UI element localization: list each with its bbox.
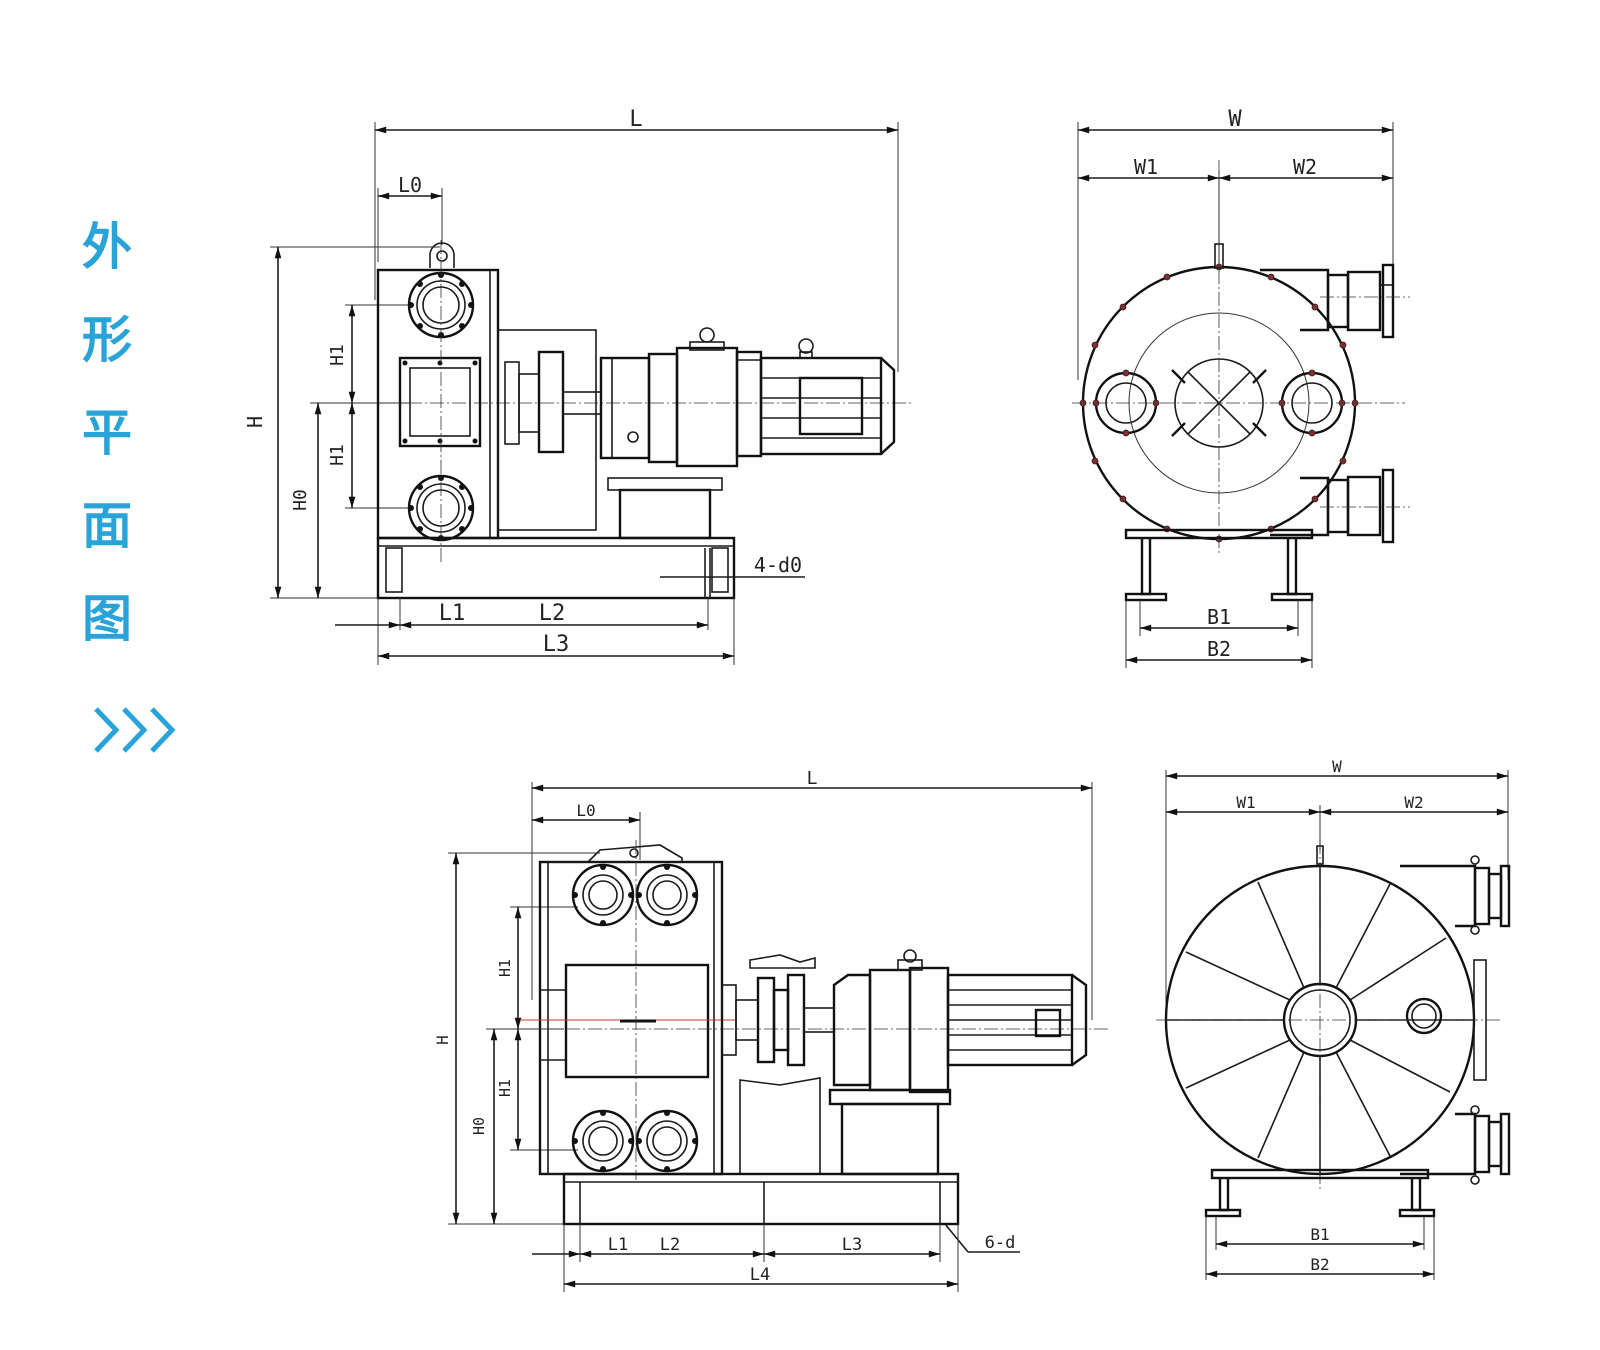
bottom-side-view: L L0 H H1 H1 H0 (433, 768, 1108, 1292)
dim-L-label: L (629, 107, 642, 132)
dim-H0-label: H0 (290, 489, 311, 511)
dim-L1-label-bottom: L1 (608, 1235, 628, 1255)
top-front-view: W W1 W2 (1072, 107, 1410, 668)
dim-L1-label: L1 (439, 601, 466, 626)
dim-H1-lower-label: H1 (327, 444, 348, 466)
title-char-1: 外 (82, 218, 132, 276)
title-char-5: 图 (82, 590, 132, 648)
dim-B2-label: B2 (1207, 637, 1231, 661)
base-frame (376, 536, 736, 600)
dim-L0-label-bottom: L0 (576, 801, 595, 820)
dim-W2-label-bottom: W2 (1404, 793, 1423, 812)
dim-L3-label-bottom: L3 (842, 1235, 862, 1255)
section-title: 外 形 平 面 图 (82, 222, 142, 687)
dim-L2-label: L2 (539, 601, 566, 626)
dim-W1-label: W1 (1134, 155, 1158, 179)
dim-H1-upper-label-bottom: H1 (496, 959, 514, 977)
dim-H0-label-bottom: H0 (470, 1117, 488, 1135)
dim-H-label-bottom: H (433, 1035, 452, 1045)
dim-H-label: H (243, 416, 267, 428)
bottom-front-view: W W1 W2 (1156, 757, 1511, 1280)
dim-L4-label-bottom: L4 (750, 1265, 770, 1285)
dim-H1-upper-label: H1 (327, 344, 348, 366)
title-char-2: 形 (82, 311, 132, 369)
lower-flanges (571, 1109, 699, 1173)
dim-L0-label: L0 (398, 173, 422, 197)
upper-flanges (571, 863, 699, 927)
hole-note-4-d0: 4-d0 (754, 553, 802, 577)
title-char-4: 面 (82, 497, 132, 555)
top-side-view: L L0 H H1 H1 H0 (243, 107, 912, 665)
dim-W1-label-bottom: W1 (1236, 793, 1255, 812)
title-char-3: 平 (82, 404, 132, 462)
dim-W2-label: W2 (1293, 155, 1317, 179)
dim-L2-label-bottom: L2 (660, 1235, 680, 1255)
triple-chevron-right-icon (92, 705, 184, 759)
dim-B2-label-bottom: B2 (1310, 1255, 1329, 1274)
dim-L3-label: L3 (543, 632, 570, 657)
dim-B1-label-bottom: B1 (1310, 1225, 1329, 1244)
dim-W-label-bottom: W (1332, 757, 1342, 776)
hole-note-6-d: 6-d (985, 1233, 1016, 1253)
dim-B1-label: B1 (1207, 605, 1231, 629)
twin-base-frame (562, 1172, 960, 1226)
dim-H1-lower-label-bottom: H1 (496, 1079, 514, 1097)
dim-W-label: W (1228, 107, 1242, 132)
dim-L-label-bottom: L (807, 768, 818, 789)
